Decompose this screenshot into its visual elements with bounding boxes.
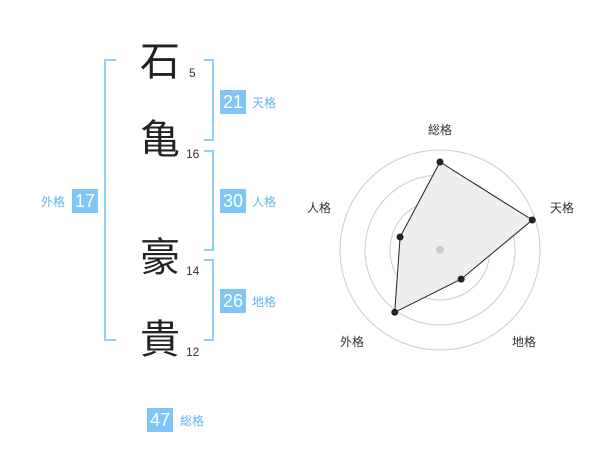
soukaku-value: 47 xyxy=(147,408,173,432)
radar-point-1 xyxy=(436,158,444,166)
chikaku-value: 26 xyxy=(220,289,246,313)
radar-point-3 xyxy=(457,275,465,283)
radar-point-5 xyxy=(396,233,404,241)
name-char-3: 豪 xyxy=(140,235,180,281)
radar-label-gaikaku: 外格 xyxy=(340,334,364,349)
radar-label-jinkaku: 人格 xyxy=(307,200,331,215)
jinkaku-bracket xyxy=(204,150,214,251)
fortune-radar-chart: 総格 天格 地格 外格 人格 xyxy=(307,122,574,351)
radar-point-4 xyxy=(391,308,399,316)
tenkaku-value: 21 xyxy=(220,90,246,114)
stroke-count-1: 5 xyxy=(189,66,196,80)
radar-label-soukaku: 総格 xyxy=(428,122,452,137)
chikaku-bracket xyxy=(204,259,214,341)
tenkaku-label: 天格 xyxy=(252,96,277,110)
radar-area xyxy=(394,161,534,314)
radar-label-chikaku: 地格 xyxy=(512,334,536,349)
stroke-count-3: 14 xyxy=(186,264,200,278)
jinkaku-label: 人格 xyxy=(252,195,277,209)
radar-points xyxy=(391,158,536,316)
radar-point-2 xyxy=(528,216,536,224)
tenkaku-bracket xyxy=(204,59,214,141)
gaikaku-value: 17 xyxy=(72,189,98,213)
chikaku-label: 地格 xyxy=(252,295,277,309)
jinkaku-value: 30 xyxy=(220,189,246,213)
radar-ring-1 xyxy=(339,149,541,351)
soukaku-label: 総格 xyxy=(180,414,205,428)
radar-label-tenkaku: 天格 xyxy=(550,200,574,215)
name-char-1: 石 xyxy=(140,39,180,85)
gaikaku-bracket xyxy=(104,59,116,341)
name-char-4: 貴 xyxy=(140,317,180,363)
gaikaku-label: 外格 xyxy=(41,195,66,209)
stroke-count-4: 12 xyxy=(186,345,200,359)
name-char-2: 亀 xyxy=(140,117,180,163)
stroke-count-2: 16 xyxy=(186,147,200,161)
radar-center xyxy=(436,246,444,254)
